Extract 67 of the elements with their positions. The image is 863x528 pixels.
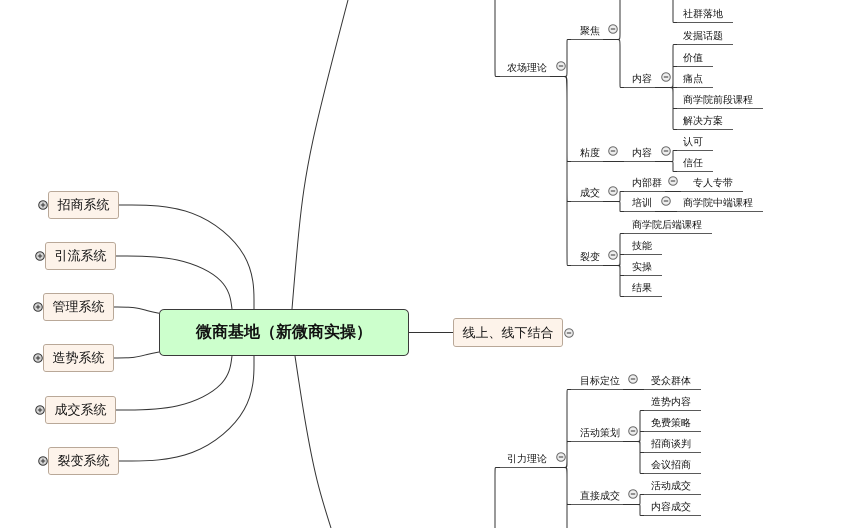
connector-line <box>494 0 500 77</box>
subtopic: 直接成交 <box>571 487 623 505</box>
subtopic: 商学院前段课程 <box>677 91 763 109</box>
subtopic: 价值 <box>677 49 713 67</box>
connector-line <box>622 441 644 474</box>
subtopic: 发掘话题 <box>677 27 733 45</box>
main-topic: 招商系统 <box>48 191 119 219</box>
subtopic: 商学院后端课程 <box>624 216 712 234</box>
subtopic: 内容成交 <box>644 498 701 516</box>
subtopic: 解决方案 <box>677 112 733 130</box>
subtopic: 目标定位 <box>571 372 623 390</box>
connector-line <box>118 204 254 310</box>
main-topic: 造势系统 <box>43 344 114 372</box>
subtopic: 专人专带 <box>681 174 743 192</box>
subtopic: 信任 <box>677 154 713 172</box>
subtopic: 商学院中端课程 <box>677 194 763 212</box>
subtopic: 实操 <box>624 258 662 276</box>
connector-line <box>116 356 232 410</box>
main-topic: 管理系统 <box>43 293 114 321</box>
subtopic: 造势内容 <box>644 393 701 411</box>
subtopic: 引力理论 <box>500 450 550 468</box>
connector-line <box>292 0 348 310</box>
main-topic: 引流系统 <box>45 242 116 270</box>
main-topic: 线上、线下结合 <box>453 318 563 347</box>
connector-line <box>654 211 678 212</box>
subtopic: 农场理论 <box>500 59 550 77</box>
subtopic: 内容 <box>624 144 655 162</box>
subtopic: 培训 <box>624 194 655 212</box>
connector-line <box>664 191 682 192</box>
subtopic: 活动策划 <box>571 424 623 442</box>
connector-line <box>654 87 678 130</box>
connector-line <box>114 306 160 314</box>
subtopic: 社群落地 <box>677 5 733 23</box>
subtopic: 结果 <box>624 279 662 297</box>
subtopic: 认可 <box>677 133 713 151</box>
connector-line <box>494 467 500 528</box>
connector-line <box>672 0 678 23</box>
connector-line <box>114 352 160 358</box>
subtopic: 受众群体 <box>644 372 701 390</box>
connector-line <box>116 256 232 310</box>
subtopic: 活动成交 <box>644 477 701 495</box>
subtopic: 内部群 <box>624 174 665 192</box>
subtopic: 粘度 <box>571 144 603 162</box>
main-topic: 成交系统 <box>45 396 116 424</box>
subtopic: 成交 <box>571 184 603 202</box>
connector-line <box>550 467 568 528</box>
connector-line <box>654 161 678 172</box>
subtopic: 内容 <box>624 70 655 88</box>
connector-line <box>622 389 644 390</box>
main-topic: 裂变系统 <box>48 447 119 475</box>
connector-line <box>602 161 624 162</box>
connector-line <box>118 356 254 462</box>
connector-line <box>602 201 624 212</box>
connector-line <box>408 332 454 333</box>
subtopic: 免费策略 <box>644 414 701 432</box>
subtopic: 聚焦 <box>571 22 603 40</box>
connector-line <box>602 265 624 297</box>
connector-line <box>550 76 572 266</box>
subtopic: 技能 <box>624 237 662 255</box>
connector-line <box>622 504 644 516</box>
connector-line <box>294 356 332 528</box>
subtopic: 裂变 <box>571 248 603 266</box>
subtopic: 招商谈判 <box>644 435 701 453</box>
central-topic: 微商基地（新微商实操） <box>159 309 409 356</box>
connector-line <box>602 39 624 88</box>
subtopic: 会议招商 <box>644 456 701 474</box>
subtopic: 痛点 <box>677 70 713 88</box>
